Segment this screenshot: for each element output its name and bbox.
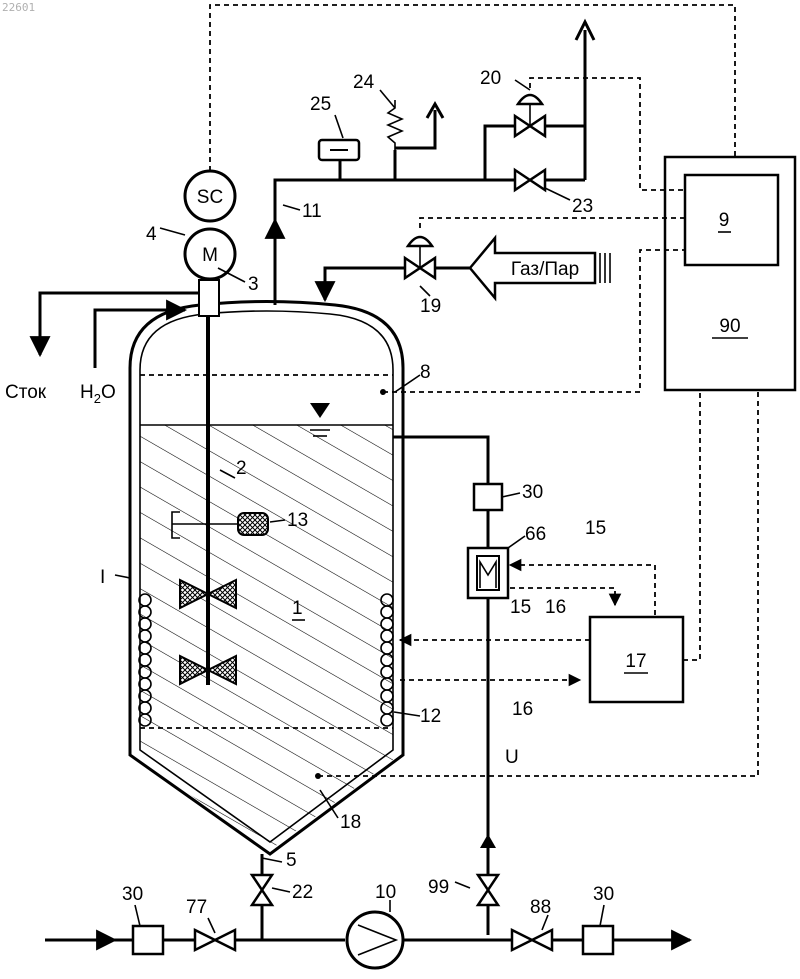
label-n22: 22 — [292, 882, 313, 903]
controller-9 — [685, 175, 778, 265]
label-insulation: I — [100, 567, 105, 588]
label-n1: 1 — [292, 598, 303, 619]
label-n30c: 30 — [593, 884, 614, 905]
label-n77: 77 — [186, 897, 207, 918]
valve-88 — [512, 930, 552, 950]
label-n19: 19 — [420, 296, 441, 317]
label-n25: 25 — [310, 94, 331, 115]
reactor-vessel — [130, 302, 403, 855]
label-n2: 2 — [236, 458, 247, 479]
label-n20: 20 — [480, 68, 501, 89]
label-n17: 17 — [625, 651, 646, 672]
shaft-seal-3 — [199, 280, 219, 316]
liquid-fill — [140, 425, 393, 850]
sc-label: SC — [197, 187, 223, 208]
label-n24: 24 — [353, 72, 375, 93]
label-n9: 9 — [719, 210, 730, 231]
circulation-loop — [393, 437, 508, 935]
label-n18: 18 — [340, 812, 361, 833]
label-n66: 66 — [525, 524, 546, 545]
drain-and-water — [40, 293, 199, 368]
valve-23 — [515, 170, 545, 190]
label-n16b: 16 — [512, 699, 533, 720]
label-n5: 5 — [286, 850, 297, 871]
watermark-id: 22601 — [2, 1, 35, 14]
control-valve-20 — [515, 95, 545, 136]
label-n99: 99 — [428, 877, 449, 898]
label-n15a: 15 — [585, 518, 606, 539]
label-n15b: 15 — [510, 597, 531, 618]
motor-label: M — [202, 245, 218, 266]
label-n13: 13 — [287, 510, 308, 531]
label-n90: 90 — [719, 316, 740, 337]
label-stock: Сток — [5, 382, 47, 403]
instrument-30-left — [133, 926, 163, 954]
instrument-30-top — [474, 484, 502, 510]
label-n10: 10 — [375, 882, 396, 903]
label-n30a: 30 — [522, 482, 543, 503]
label-water: H2O — [80, 382, 116, 406]
label-n11: 11 — [302, 201, 322, 222]
label-n3: 3 — [248, 274, 259, 295]
level-marker-icon — [310, 403, 330, 418]
label-n23: 23 — [572, 196, 593, 217]
valve-22 — [252, 875, 272, 905]
bottom-pipeline — [45, 912, 690, 968]
instrument-30-right — [583, 926, 613, 954]
bottom-outlet — [252, 854, 272, 940]
label-n12: 12 — [420, 706, 441, 727]
label-n30b: 30 — [122, 884, 143, 905]
label-line-u: U — [505, 747, 519, 768]
label-n16a: 16 — [545, 597, 566, 618]
label-n8: 8 — [420, 362, 431, 383]
label-n4: 4 — [146, 224, 157, 245]
valve-99 — [478, 875, 498, 905]
label-n88: 88 — [530, 897, 551, 918]
gas-steam-label: Газ/Пар — [511, 259, 579, 280]
